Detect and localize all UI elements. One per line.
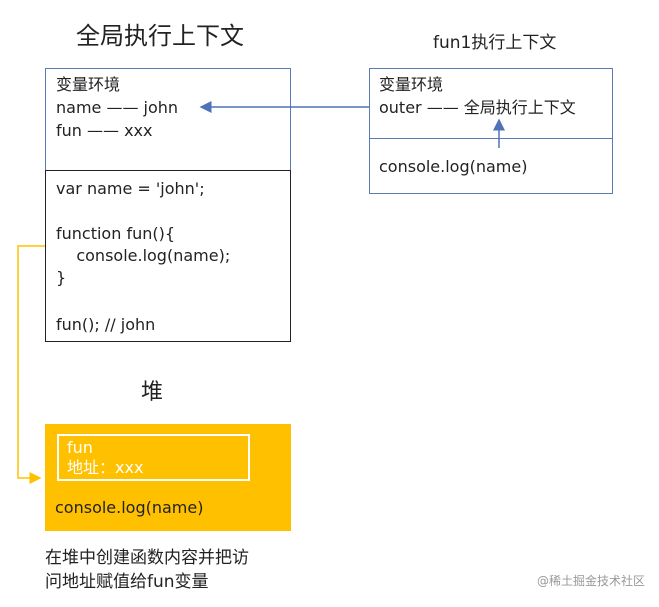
code-line: var name = 'john'; [56,179,205,198]
fun1-outer-line: outer —— 全局执行上下文 [379,98,576,117]
heap-code: console.log(name) [55,498,204,517]
heap-fun-label: fun [67,438,93,457]
global-code-block: var name = 'john'; function fun(){ conso… [45,170,291,342]
global-env-label: 变量环境 [56,75,121,94]
fun1-env-label: 变量环境 [379,75,444,94]
code-line: fun(); // john [56,315,156,334]
code-line: function fun(){ [56,224,176,243]
fun1-context-title: fun1执行上下文 [433,33,557,53]
global-context-title: 全局执行上下文 [76,22,244,50]
watermark: @稀土掘金技术社区 [536,574,645,588]
heap-box: fun 地址：xxx console.log(name) [45,424,291,531]
code-line: } [56,268,67,287]
caption-line-1: 在堆中创建函数内容并把访 [45,548,249,568]
global-env-var-name: name —— john [56,98,179,117]
heap-title: 堆 [141,380,164,405]
caption-line-2: 问地址赋值给fun变量 [45,572,209,592]
heap-function-object: fun 地址：xxx [57,434,250,481]
fun1-code: console.log(name) [379,157,528,176]
fun1-divider [370,138,612,139]
function-to-heap-arrow [17,245,45,484]
heap-address-label: 地址：xxx [67,458,144,477]
global-env-var-fun: fun —— xxx [56,121,153,140]
caption: 在堆中创建函数内容并把访 问地址赋值给fun变量 [45,546,285,594]
fun1-context-box: 变量环境 outer —— 全局执行上下文 console.log(name) [369,68,613,194]
code-line: console.log(name); [56,246,231,265]
